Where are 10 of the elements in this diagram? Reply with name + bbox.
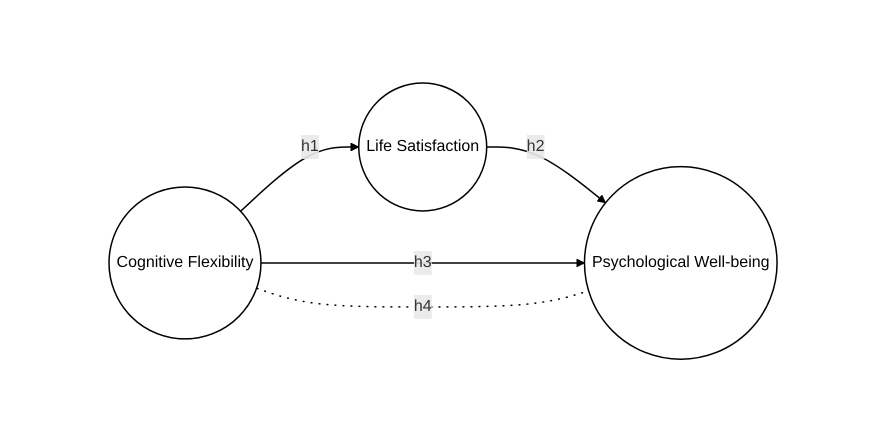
edge-label: h4 xyxy=(414,298,432,316)
node-circle: Cognitive Flexibility xyxy=(108,186,262,340)
edge-label: h1 xyxy=(300,138,319,156)
edge-label: h2 xyxy=(526,138,544,156)
node-circle: Life Satisfaction xyxy=(358,82,488,212)
arrow xyxy=(486,146,606,204)
edge-label: h3 xyxy=(414,254,432,272)
node-circle: Psychological Well-being xyxy=(584,166,778,360)
arrow xyxy=(260,258,585,268)
arrow xyxy=(240,142,360,212)
